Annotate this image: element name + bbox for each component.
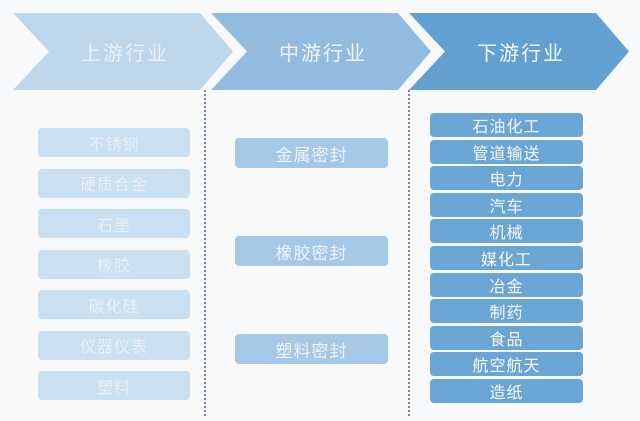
arrow-upstream: 上游行业 [13,13,233,90]
upstream-column: 不锈钢 硬质合金 石墨 橡胶 碳化硅 仪器仪表 塑料 [38,128,190,400]
downstream-item: 汽车 [430,192,583,217]
upstream-item: 石墨 [38,209,190,238]
upstream-item: 不锈钢 [38,128,190,157]
downstream-item: 造纸 [430,378,583,403]
midstream-item: 塑料密封 [235,334,388,364]
downstream-item: 制药 [430,299,583,324]
downstream-item: 媒化工 [430,245,583,270]
upstream-item: 硬质合金 [38,168,190,198]
arrow-midstream: 中游行业 [211,13,431,90]
upstream-item: 塑料 [38,371,190,400]
upstream-item: 橡胶 [38,249,190,279]
downstream-item: 机械 [430,219,583,244]
downstream-item: 冶金 [430,272,583,297]
arrow-upstream-label: 上游行业 [81,43,169,65]
downstream-item: 管道输送 [430,139,583,164]
downstream-item: 航空航天 [430,352,583,377]
midstream-column: 金属密封 橡胶密封 塑料密封 [235,138,388,364]
column-divider-1 [204,90,206,417]
column-divider-2 [408,90,410,417]
arrow-downstream: 下游行业 [409,13,629,90]
downstream-item: 食品 [430,325,583,350]
arrow-downstream-label: 下游行业 [477,43,565,65]
arrow-midstream-label: 中游行业 [279,43,367,65]
midstream-item: 橡胶密封 [235,236,388,266]
upstream-item: 碳化硅 [38,290,190,319]
midstream-item: 金属密封 [235,138,388,168]
downstream-item: 石油化工 [430,113,583,137]
downstream-column: 石油化工 管道输送 电力 汽车 机械 媒化工 冶金 制药 食品 航空航天 造纸 [430,113,583,403]
upstream-item: 仪器仪表 [38,330,190,360]
downstream-item: 电力 [430,166,583,191]
